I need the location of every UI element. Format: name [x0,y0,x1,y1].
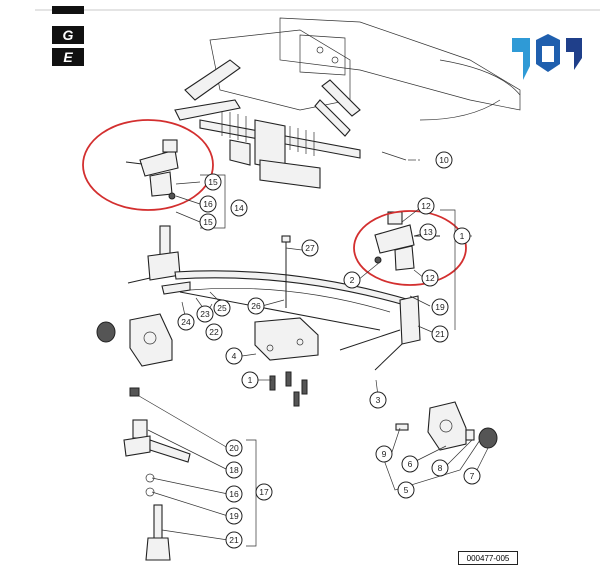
svg-text:2: 2 [350,275,355,285]
svg-text:12: 12 [425,273,435,283]
tie-rod [179,291,401,351]
svg-text:12: 12 [421,201,431,211]
svg-text:23: 23 [200,309,210,319]
callout-6: 6 [401,455,419,473]
callout-9: 9 [375,445,393,463]
callout-24: 24 [177,313,195,331]
callout-16-a: 16 [199,195,217,213]
svg-text:21: 21 [435,329,445,339]
left-spindle [125,139,179,200]
svg-text:17: 17 [259,487,269,497]
svg-text:22: 22 [209,327,219,337]
callout-1: 1 [453,227,471,245]
callout-20: 20 [225,439,243,457]
spindle-assembly-exploded [123,387,191,561]
callout-1-b: 1 [241,371,259,389]
svg-text:16: 16 [229,489,239,499]
callout-7: 7 [463,467,481,485]
svg-text:20: 20 [229,443,239,453]
svg-text:1: 1 [460,231,465,241]
callout-15-a: 15 [204,173,222,191]
svg-text:24: 24 [181,317,191,327]
svg-text:25: 25 [217,303,227,313]
callout-18: 18 [225,461,243,479]
svg-text:18: 18 [229,465,239,475]
chassis-frame [209,17,521,121]
svg-text:19: 19 [229,511,239,521]
svg-text:6: 6 [408,459,413,469]
callout-26: 26 [247,297,265,315]
callout-23: 23 [196,305,214,323]
center-mount [254,235,319,361]
brand-logo [512,34,582,80]
section-tab-e[interactable]: E [52,48,84,66]
callout-17: 17 [255,483,273,501]
svg-text:27: 27 [305,243,315,253]
svg-text:16: 16 [203,199,213,209]
callout-22: 22 [205,323,223,341]
svg-text:15: 15 [203,217,213,227]
callout-8: 8 [431,459,449,477]
callout-16-b: 16 [225,485,243,503]
callout-21-a: 21 [431,325,449,343]
left-knuckle [127,225,181,284]
figure-reference-code: 000477-005 [458,551,518,565]
callout-3: 3 [369,391,387,409]
callout-25: 25 [213,299,231,317]
mount-bolts [269,371,308,407]
svg-text:19: 19 [435,302,445,312]
right-hub [395,401,498,451]
steering-rack [199,112,361,189]
svg-text:26: 26 [251,301,261,311]
callout-13: 13 [419,223,437,241]
upper-control-arms [174,59,361,137]
callout-4: 4 [225,347,243,365]
svg-text:5: 5 [404,485,409,495]
svg-text:13: 13 [423,227,433,237]
callout-19-a: 19 [431,298,449,316]
callout-5: 5 [397,481,415,499]
callout-12-b: 12 [421,269,439,287]
callout-15-b: 15 [199,213,217,231]
right-knuckle [374,295,421,371]
section-tab-g[interactable]: G [52,26,84,44]
svg-text:3: 3 [376,395,381,405]
callout-2: 2 [343,271,361,289]
svg-text:4: 4 [232,351,237,361]
svg-text:9: 9 [382,449,387,459]
left-spindle-highlight [82,119,214,211]
left-hub [96,313,173,367]
svg-text:8: 8 [438,463,443,473]
callout-14: 14 [230,199,248,217]
section-tab-top[interactable] [52,6,84,14]
leaf-spring [161,270,411,313]
callout-21-b: 21 [225,531,243,549]
callout-12-a: 12 [417,197,435,215]
callout-19-b: 19 [225,507,243,525]
callout-10: 10 [435,151,453,169]
svg-text:14: 14 [234,203,244,213]
svg-text:10: 10 [439,155,449,165]
svg-text:21: 21 [229,535,239,545]
right-spindle-highlight [353,210,467,286]
svg-text:7: 7 [470,471,475,481]
right-spindle [374,211,440,271]
svg-text:1: 1 [248,375,253,385]
callouts: 10 15 16 15 14 12 13 1 12 2 27 19 21 25 … [177,151,481,549]
leader-lines [138,151,489,547]
callout-27: 27 [301,239,319,257]
svg-text:15: 15 [208,177,218,187]
